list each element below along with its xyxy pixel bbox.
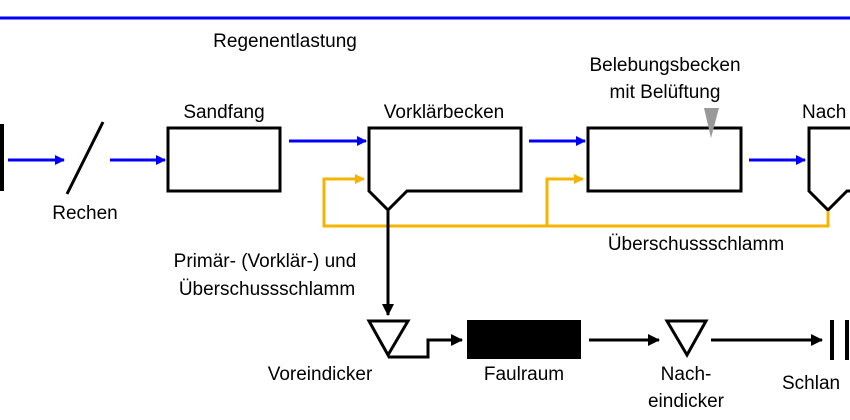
sandfang-tank: [166, 126, 282, 193]
label-nacheindicker-line1: Nach-: [661, 364, 712, 385]
label-belebungsbecken-line2: mit Belüftung: [610, 82, 721, 103]
belebungsbecken-tank: [586, 126, 743, 193]
label-ueberschussschlamm: Überschussschlamm: [608, 234, 784, 255]
label-voreindicker: Voreindicker: [268, 364, 373, 385]
nacheindicker-thickener-icon: [664, 319, 709, 359]
label-primaer-line2: Überschussschlamm: [179, 279, 355, 300]
label-faulraum: Faulraum: [484, 364, 564, 385]
label-schlamm-partial: Schlan: [782, 373, 840, 394]
label-nachklaerbecken-partial: Nach: [802, 102, 846, 123]
label-regenentlastung: Regenentlastung: [213, 31, 357, 52]
label-vorklaerbecken: Vorklärbecken: [384, 102, 504, 123]
label-belebungsbecken-line1: Belebungsbecken: [589, 55, 740, 76]
rechen-screen: [65, 121, 105, 195]
faulraum-digester: [467, 320, 581, 359]
aeration-marker-icon: [704, 108, 719, 138]
label-primaer-line1: Primär- (Vorklär-) und: [174, 251, 357, 272]
flow-arrow-voreindicker-to-faulraum: [388, 334, 463, 359]
label-sandfang: Sandfang: [183, 102, 264, 123]
voreindicker-thickener-icon: [366, 319, 411, 359]
return-sludge-line: [322, 174, 830, 228]
vorklaerbecken-tank: [367, 126, 523, 213]
nachklaerbecken-tank: [807, 126, 850, 213]
return-sludge-branch: [545, 174, 584, 226]
label-rechen: Rechen: [52, 203, 118, 224]
label-nacheindicker-line2: eindicker: [648, 391, 725, 412]
